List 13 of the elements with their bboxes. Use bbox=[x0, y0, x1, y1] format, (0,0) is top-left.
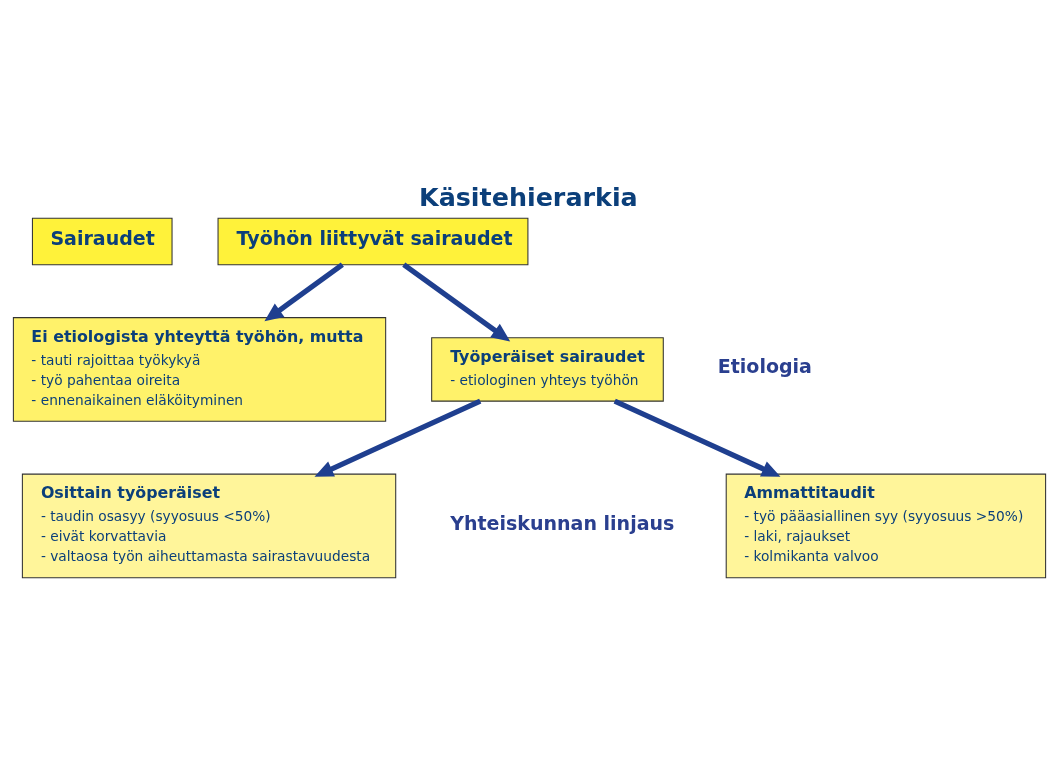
node-box: Osittain työperäiset - taudin osasyy (syyosuus <50%) - eivät korvattavia - valtaosa työn aiheuttamasta sairastavuudesta bbox=[21, 473, 397, 579]
node-box: Työhön liittyvät sairaudet bbox=[217, 217, 529, 266]
node-box: Ammattitaudit - työ pääasiallinen syy (syyosuus >50%) - laki, rajaukset - kolmikanta valvoo bbox=[725, 473, 1047, 579]
diagram-title: Käsitehierarkia bbox=[418, 181, 638, 212]
arrow bbox=[314, 398, 482, 477]
node-box: Työperäiset sairaudet - etiologinen yhteys työhön bbox=[431, 337, 664, 402]
label: Etiologia bbox=[717, 355, 812, 378]
arrow bbox=[613, 398, 781, 477]
arrow bbox=[264, 262, 344, 322]
node-box: Sairaudet bbox=[31, 217, 173, 266]
arrow bbox=[402, 262, 511, 342]
label: Yhteiskunnan linjaus bbox=[450, 511, 675, 534]
node-box: Ei etiologista yhteyttä työhön, mutta - tauti rajoittaa työkykyä - työ pahentaa oireita - ennenaikainen eläköityminen bbox=[12, 317, 387, 422]
